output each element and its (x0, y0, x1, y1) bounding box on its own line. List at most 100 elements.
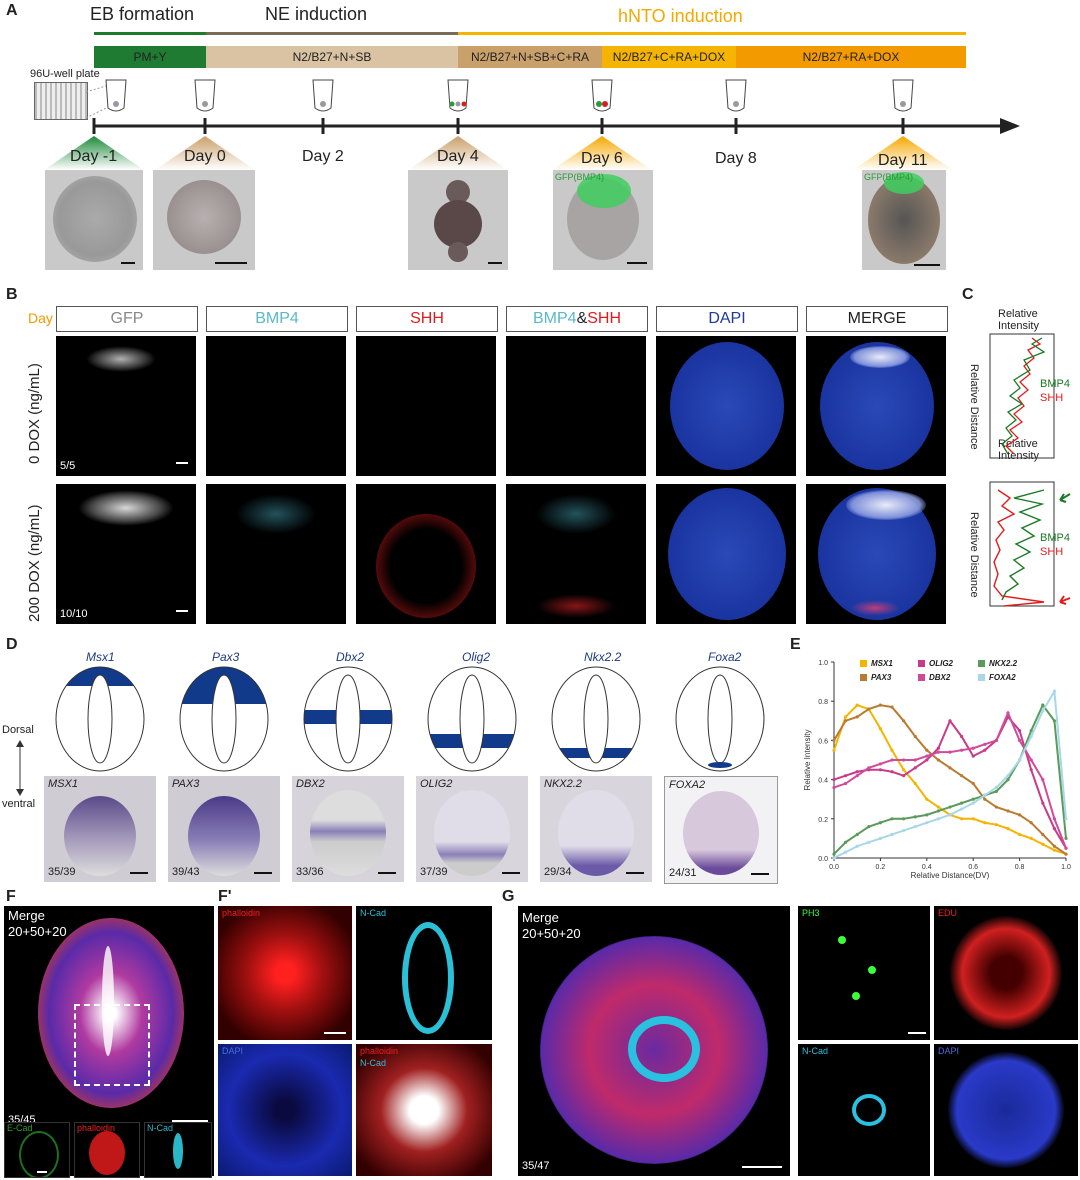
data-point (902, 828, 906, 833)
f-ecad-thumb: E-Cad (4, 1122, 70, 1178)
d-ish-foxa2: FOXA2 24/31 (664, 776, 778, 884)
c-legend-bmp4-0: BMP4 (1040, 378, 1070, 390)
data-point (878, 762, 882, 766)
data-point (902, 768, 906, 772)
stage-hnto-label: hNTO induction (618, 6, 743, 26)
data-point (936, 758, 940, 762)
data-point (844, 774, 848, 778)
y-tick-label: 0.0 (818, 856, 828, 863)
image-day0 (153, 170, 255, 270)
data-point (878, 703, 882, 707)
data-point (902, 719, 906, 723)
data-point (1029, 734, 1033, 739)
data-point (936, 750, 940, 754)
legend-swatch (978, 674, 985, 681)
d-gene-5: Foxa2 (708, 650, 742, 664)
series-line-pax3 (833, 704, 1067, 855)
scale-bar (121, 262, 135, 264)
b-count-1: 10/10 (60, 608, 88, 620)
b-header-dapi: DAPI (656, 306, 798, 332)
day-label-1: Day 0 (184, 148, 226, 165)
series-line-nkx22 (833, 703, 1067, 855)
data-point (983, 742, 987, 746)
data-point (867, 825, 871, 829)
x-tick-label: 0.4 (922, 864, 932, 871)
data-point (913, 766, 917, 770)
scale-bar (215, 262, 247, 264)
c-title-1: Relative Intensity (998, 438, 1039, 462)
legend-label: PAX3 (871, 673, 892, 682)
d-ish-nkx22: NKX2.2 29/34 (540, 776, 652, 882)
g-edu: EDU (934, 906, 1078, 1040)
fp-phalloidin: phalloidin (218, 906, 352, 1040)
d-gene-0: Msx1 (86, 650, 115, 664)
data-point (913, 815, 917, 819)
data-point (855, 715, 859, 719)
data-point (1041, 832, 1045, 837)
data-point (994, 823, 998, 827)
g-dapi: DAPI (934, 1044, 1078, 1176)
data-point (948, 766, 952, 770)
data-point (925, 813, 929, 817)
gfp-bmp4-label: GFP(BMP4) (864, 172, 914, 182)
data-point (948, 750, 952, 754)
data-point (1052, 848, 1056, 852)
y-tick-label: 0.6 (818, 738, 828, 745)
data-point (832, 856, 836, 860)
c-legend-shh-0: SHH (1040, 392, 1064, 404)
b-img-dapi-0 (656, 336, 796, 476)
data-point (1018, 738, 1022, 742)
data-point (1052, 719, 1056, 723)
gfp-bmp4-label: GFP(BMP4) (555, 172, 605, 182)
data-point (867, 840, 871, 844)
data-point (832, 785, 836, 790)
data-point (971, 817, 975, 821)
data-point (983, 748, 987, 752)
data-point (983, 821, 987, 825)
scale-bar (176, 462, 188, 464)
fp-dapi: DAPI (218, 1044, 352, 1176)
data-point (1064, 852, 1068, 856)
data-point (890, 817, 894, 821)
data-point (890, 758, 894, 762)
data-point (844, 715, 848, 719)
data-point (902, 817, 906, 821)
b-img-merge-0 (806, 336, 946, 476)
y-axis-label: Relative Intensity (803, 730, 812, 791)
data-point (925, 821, 929, 825)
b-img-bmp4-1 (206, 484, 346, 624)
data-point (1029, 758, 1033, 762)
data-point (855, 770, 859, 774)
data-point (890, 705, 894, 709)
fp-merge: phalloidin N-Cad (356, 1044, 492, 1176)
x-tick-label: 0.0 (829, 864, 839, 871)
data-point (855, 844, 859, 848)
b-img-shh-1 (356, 484, 496, 624)
d-ish-olig2: OLIG2 37/39 (416, 776, 528, 882)
legend-swatch (918, 660, 925, 667)
panel-label-c: C (962, 286, 974, 303)
data-point (971, 801, 975, 805)
stage-eb-label: EB formation (90, 4, 195, 24)
data-point (844, 719, 848, 723)
y-tick-label: 1.0 (818, 660, 828, 667)
d-gene-1: Pax3 (212, 650, 240, 664)
data-point (1052, 817, 1056, 821)
d-ish-dbx2: DBX2 33/36 (292, 776, 404, 882)
data-point (936, 817, 940, 821)
c-title-0: Relative Intensity (998, 308, 1039, 332)
data-point (832, 778, 836, 782)
data-point (925, 797, 929, 801)
panel-label-e: E (790, 636, 801, 653)
data-point (948, 813, 952, 817)
media-bar-2: N2/B27+N+SB+C+RA (458, 46, 602, 68)
day-label-2: Day 2 (302, 148, 344, 165)
scale-bar (176, 610, 188, 612)
data-point (983, 793, 987, 797)
x-tick-label: 0.2 (876, 864, 886, 871)
data-point (1041, 709, 1045, 713)
data-point (832, 738, 836, 742)
b-header-gfp: GFP (56, 306, 198, 332)
panel-label-g: G (502, 888, 515, 905)
